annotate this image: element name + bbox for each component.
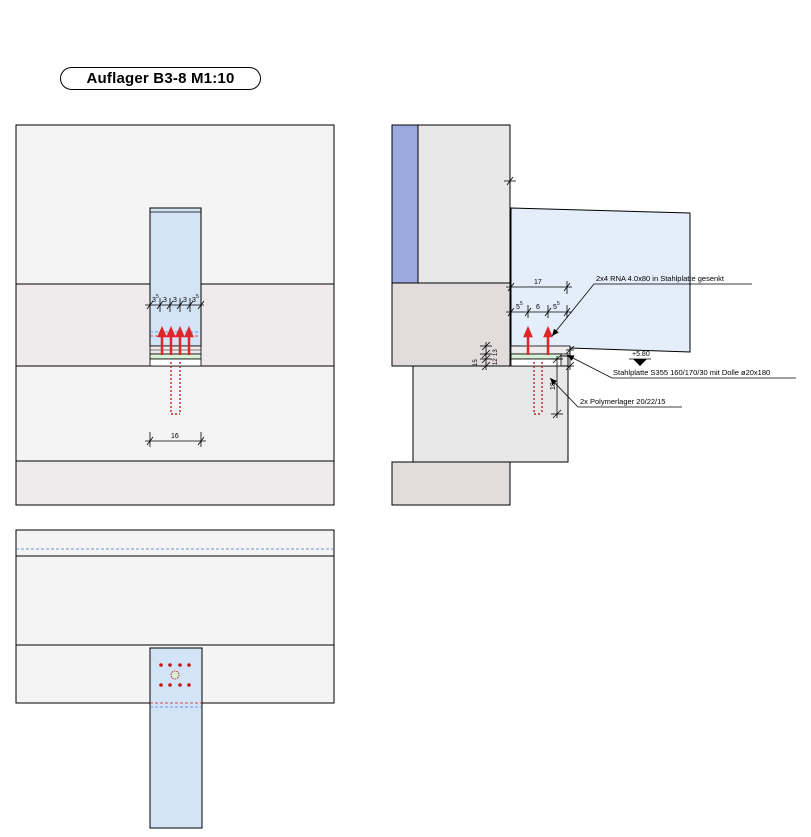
- dim-18-label: 18: [550, 382, 557, 390]
- dim-label-sup: 5: [196, 294, 199, 300]
- section-dim-17: [506, 281, 572, 294]
- dim-12-label: 12: [493, 358, 499, 365]
- front-bearing-pad: [149, 358, 202, 367]
- section-slab: [391, 282, 511, 367]
- dim-label: 5: [516, 304, 520, 311]
- front-beam: [149, 207, 202, 347]
- dim-label: 3: [183, 297, 187, 304]
- front-nails: [157, 325, 194, 355]
- plan-wall: [15, 555, 335, 646]
- dim-label-sup: 5: [557, 301, 560, 307]
- plan-view: [15, 529, 335, 829]
- section-polymer-bearing: [510, 353, 562, 360]
- front-dim-width: [145, 432, 206, 447]
- section-wall-upper: [417, 124, 511, 284]
- section-nails: [523, 325, 553, 355]
- section-bearing-pad: [510, 358, 562, 367]
- section-beam: [510, 207, 691, 353]
- dim-width-label: 16: [171, 433, 179, 440]
- section-dim-18: [551, 354, 563, 419]
- section-view: 17 5 5 6 5 5 15 13 12: [391, 124, 796, 506]
- dim-label: 3: [163, 297, 167, 304]
- insulation-strip: [391, 124, 419, 284]
- dim-17-label: 17: [534, 279, 542, 286]
- dim-label: 3: [173, 297, 177, 304]
- label-plate: Stahlplatte S355 160/170/30 mit Dolle ø2…: [613, 368, 770, 377]
- front-dowel: [170, 362, 181, 415]
- section-dim-vertical: [480, 341, 492, 371]
- label-bearing: 2x Polymerlager 20/22/15: [580, 397, 665, 406]
- section-wall-lower: [412, 365, 569, 463]
- dim-label-sup: 5: [520, 301, 523, 307]
- front-view: 3 5 3 3 3 3 5 16: [15, 124, 335, 506]
- section-slab-bottom: [391, 461, 511, 506]
- leader-arrow-icon: [566, 354, 796, 379]
- leader-arrow-icon: [551, 283, 752, 337]
- leader-arrow-icon: [549, 377, 682, 408]
- front-dim-chain: [145, 298, 205, 312]
- dim-15-label: 15: [473, 359, 479, 366]
- label-rna: 2x4 RNA 4.0x80 in Stahlplatte gesenkt: [596, 274, 725, 283]
- section-dim-gap: [504, 175, 516, 188]
- front-slab-bottom: [15, 460, 335, 506]
- drawing-title: Auflager B3-8 M1:10: [60, 67, 261, 90]
- dim-13-label: 13: [493, 349, 499, 356]
- plan-nail-pattern: [159, 663, 191, 687]
- level-triangle-icon: [629, 358, 651, 366]
- dim-label: 3: [192, 297, 196, 304]
- level-label: +5.80: [632, 351, 650, 358]
- plan-dowel-icon: [170, 670, 180, 680]
- dim-label-sup: 5: [156, 294, 159, 300]
- front-polymer-bearing: [149, 353, 202, 360]
- section-dowel: [533, 362, 543, 415]
- dim-label: 3: [152, 297, 156, 304]
- dim-label: 6: [536, 304, 540, 311]
- section-steel-plate: [510, 345, 571, 355]
- dim-label: 5: [553, 304, 557, 311]
- section-dim-chain: [506, 305, 572, 318]
- plan-slab-strip: [15, 529, 335, 557]
